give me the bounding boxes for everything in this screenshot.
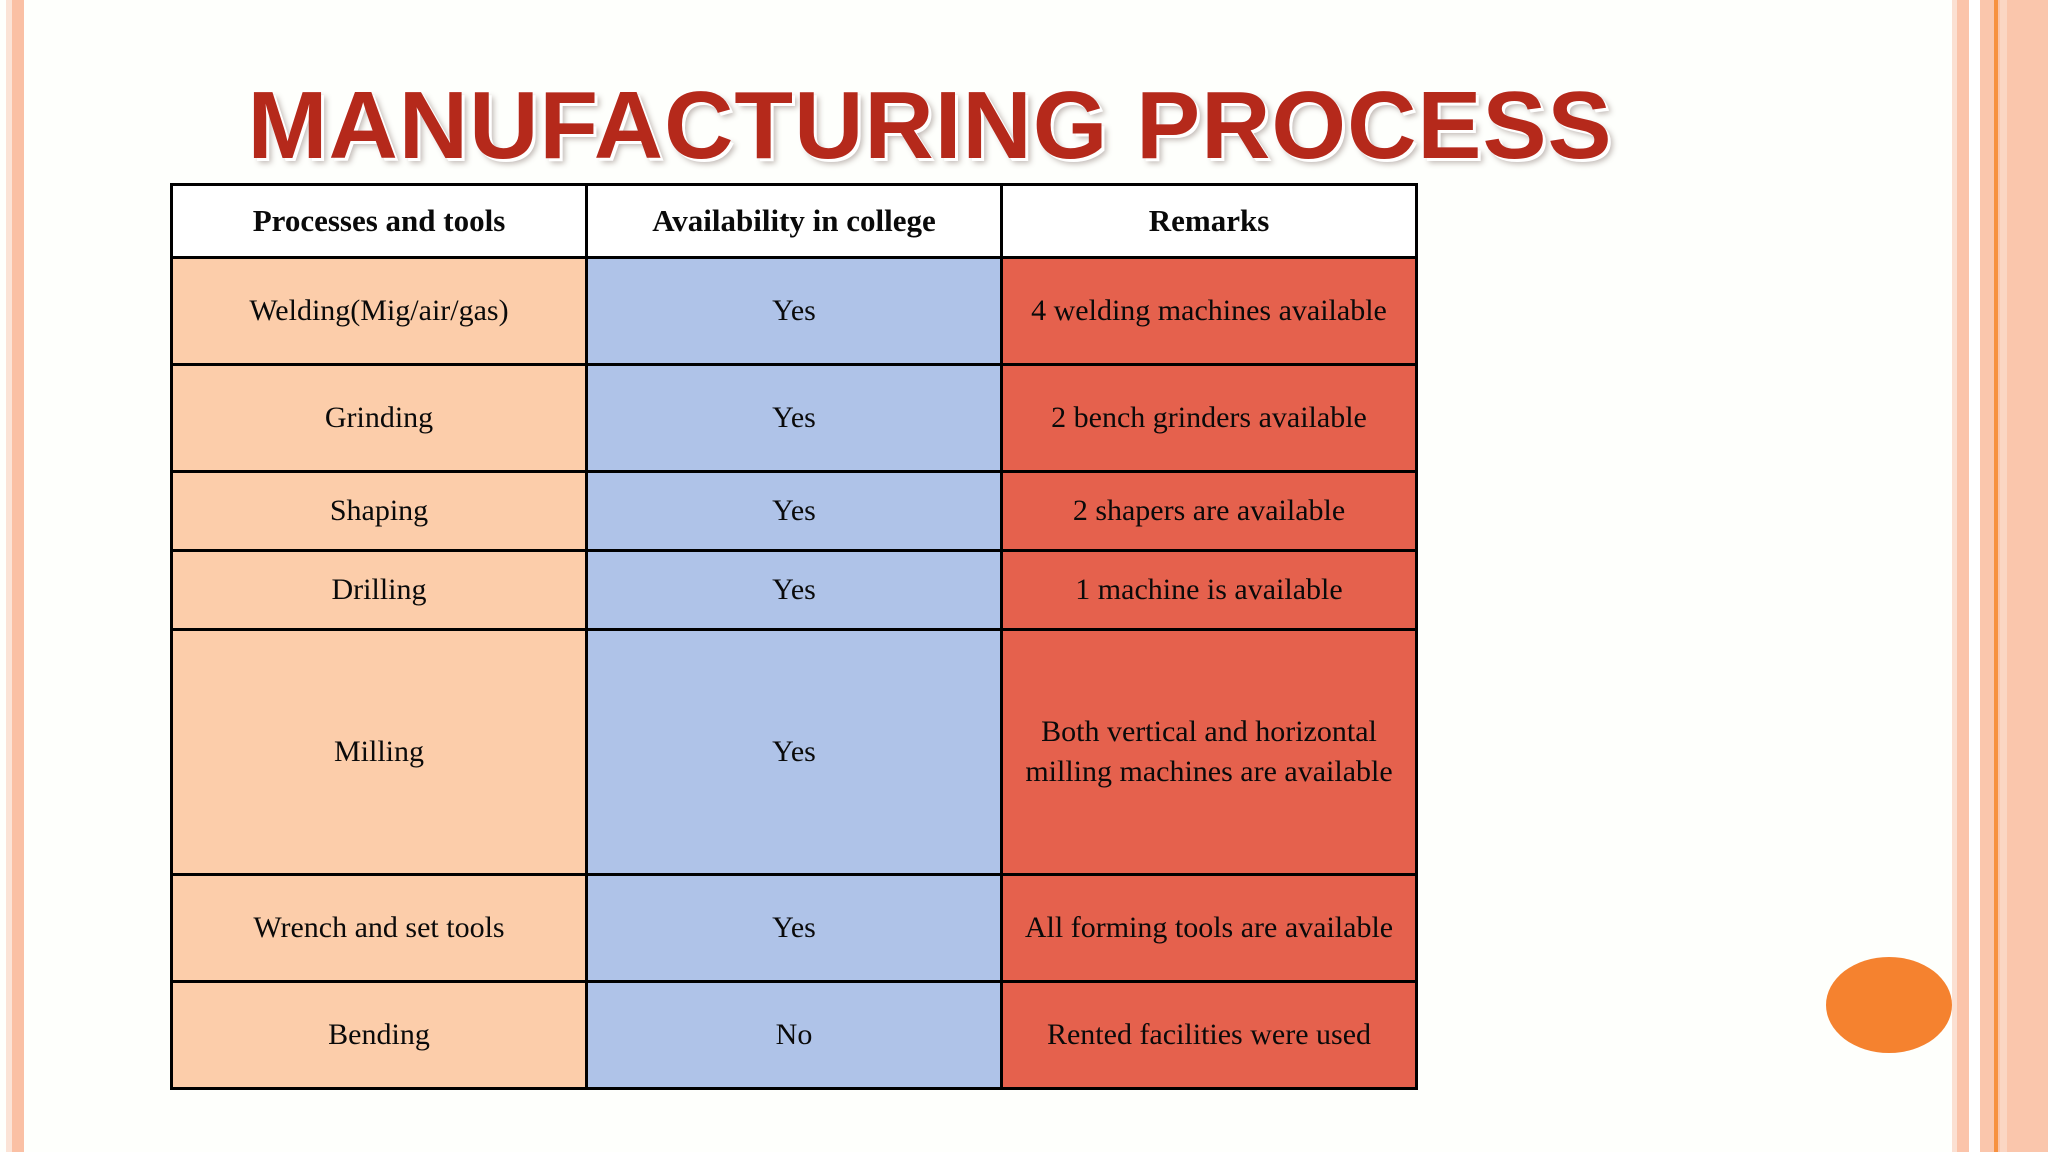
page-title: MANUFACTURING PROCESS	[246, 72, 1613, 180]
cell-remarks: 1 machine is available	[1000, 549, 1418, 631]
right-edge-orange-line	[1994, 0, 1998, 1152]
cell-remarks: 2 bench grinders available	[1000, 363, 1418, 473]
table-row: Bending No Rented facilities were used	[170, 980, 1418, 1090]
table-row: Milling Yes Both vertical and horizontal…	[170, 628, 1418, 876]
table-row: Shaping Yes 2 shapers are available	[170, 470, 1418, 552]
cell-remarks: Rented facilities were used	[1000, 980, 1418, 1090]
table-row: Wrench and set tools Yes All forming too…	[170, 873, 1418, 983]
cell-remarks: 2 shapers are available	[1000, 470, 1418, 552]
orange-ellipse-decoration	[1826, 957, 1952, 1053]
table-header-row: Processes and tools Availability in coll…	[170, 183, 1418, 259]
column-header-remarks: Remarks	[1000, 183, 1418, 259]
cell-availability: No	[585, 980, 1003, 1090]
cell-availability: Yes	[585, 256, 1003, 366]
cell-process: Grinding	[170, 363, 588, 473]
cell-availability: Yes	[585, 628, 1003, 876]
right-edge-white-gap	[1969, 0, 1980, 1152]
cell-process: Milling	[170, 628, 588, 876]
table-row: Welding(Mig/air/gas) Yes 4 welding machi…	[170, 256, 1418, 366]
cell-process: Welding(Mig/air/gas)	[170, 256, 588, 366]
column-header-availability-in-college: Availability in college	[585, 183, 1003, 259]
cell-process: Bending	[170, 980, 588, 1090]
cell-process: Drilling	[170, 549, 588, 631]
cell-remarks: 4 welding machines available	[1000, 256, 1418, 366]
right-edge-inner-pale-stripe	[2000, 0, 2007, 1152]
right-edge-wide-peach-stripe	[1980, 0, 2048, 1152]
cell-process: Wrench and set tools	[170, 873, 588, 983]
cell-availability: Yes	[585, 873, 1003, 983]
table-body: Welding(Mig/air/gas) Yes 4 welding machi…	[170, 256, 1418, 1090]
table-row: Drilling Yes 1 machine is available	[170, 549, 1418, 631]
table-row: Grinding Yes 2 bench grinders available	[170, 363, 1418, 473]
cell-availability: Yes	[585, 470, 1003, 552]
right-edge-thin-pale-stripe	[1952, 0, 1957, 1152]
column-header-processes-and-tools: Processes and tools	[170, 183, 588, 259]
cell-availability: Yes	[585, 549, 1003, 631]
cell-remarks: Both vertical and horizontal milling mac…	[1000, 628, 1418, 876]
cell-remarks: All forming tools are available	[1000, 873, 1418, 983]
manufacturing-process-table: Processes and tools Availability in coll…	[170, 183, 1418, 1090]
cell-availability: Yes	[585, 363, 1003, 473]
right-edge-thin-peach-stripe	[1957, 0, 1969, 1152]
cell-process: Shaping	[170, 470, 588, 552]
table-header: Processes and tools Availability in coll…	[170, 183, 1418, 259]
